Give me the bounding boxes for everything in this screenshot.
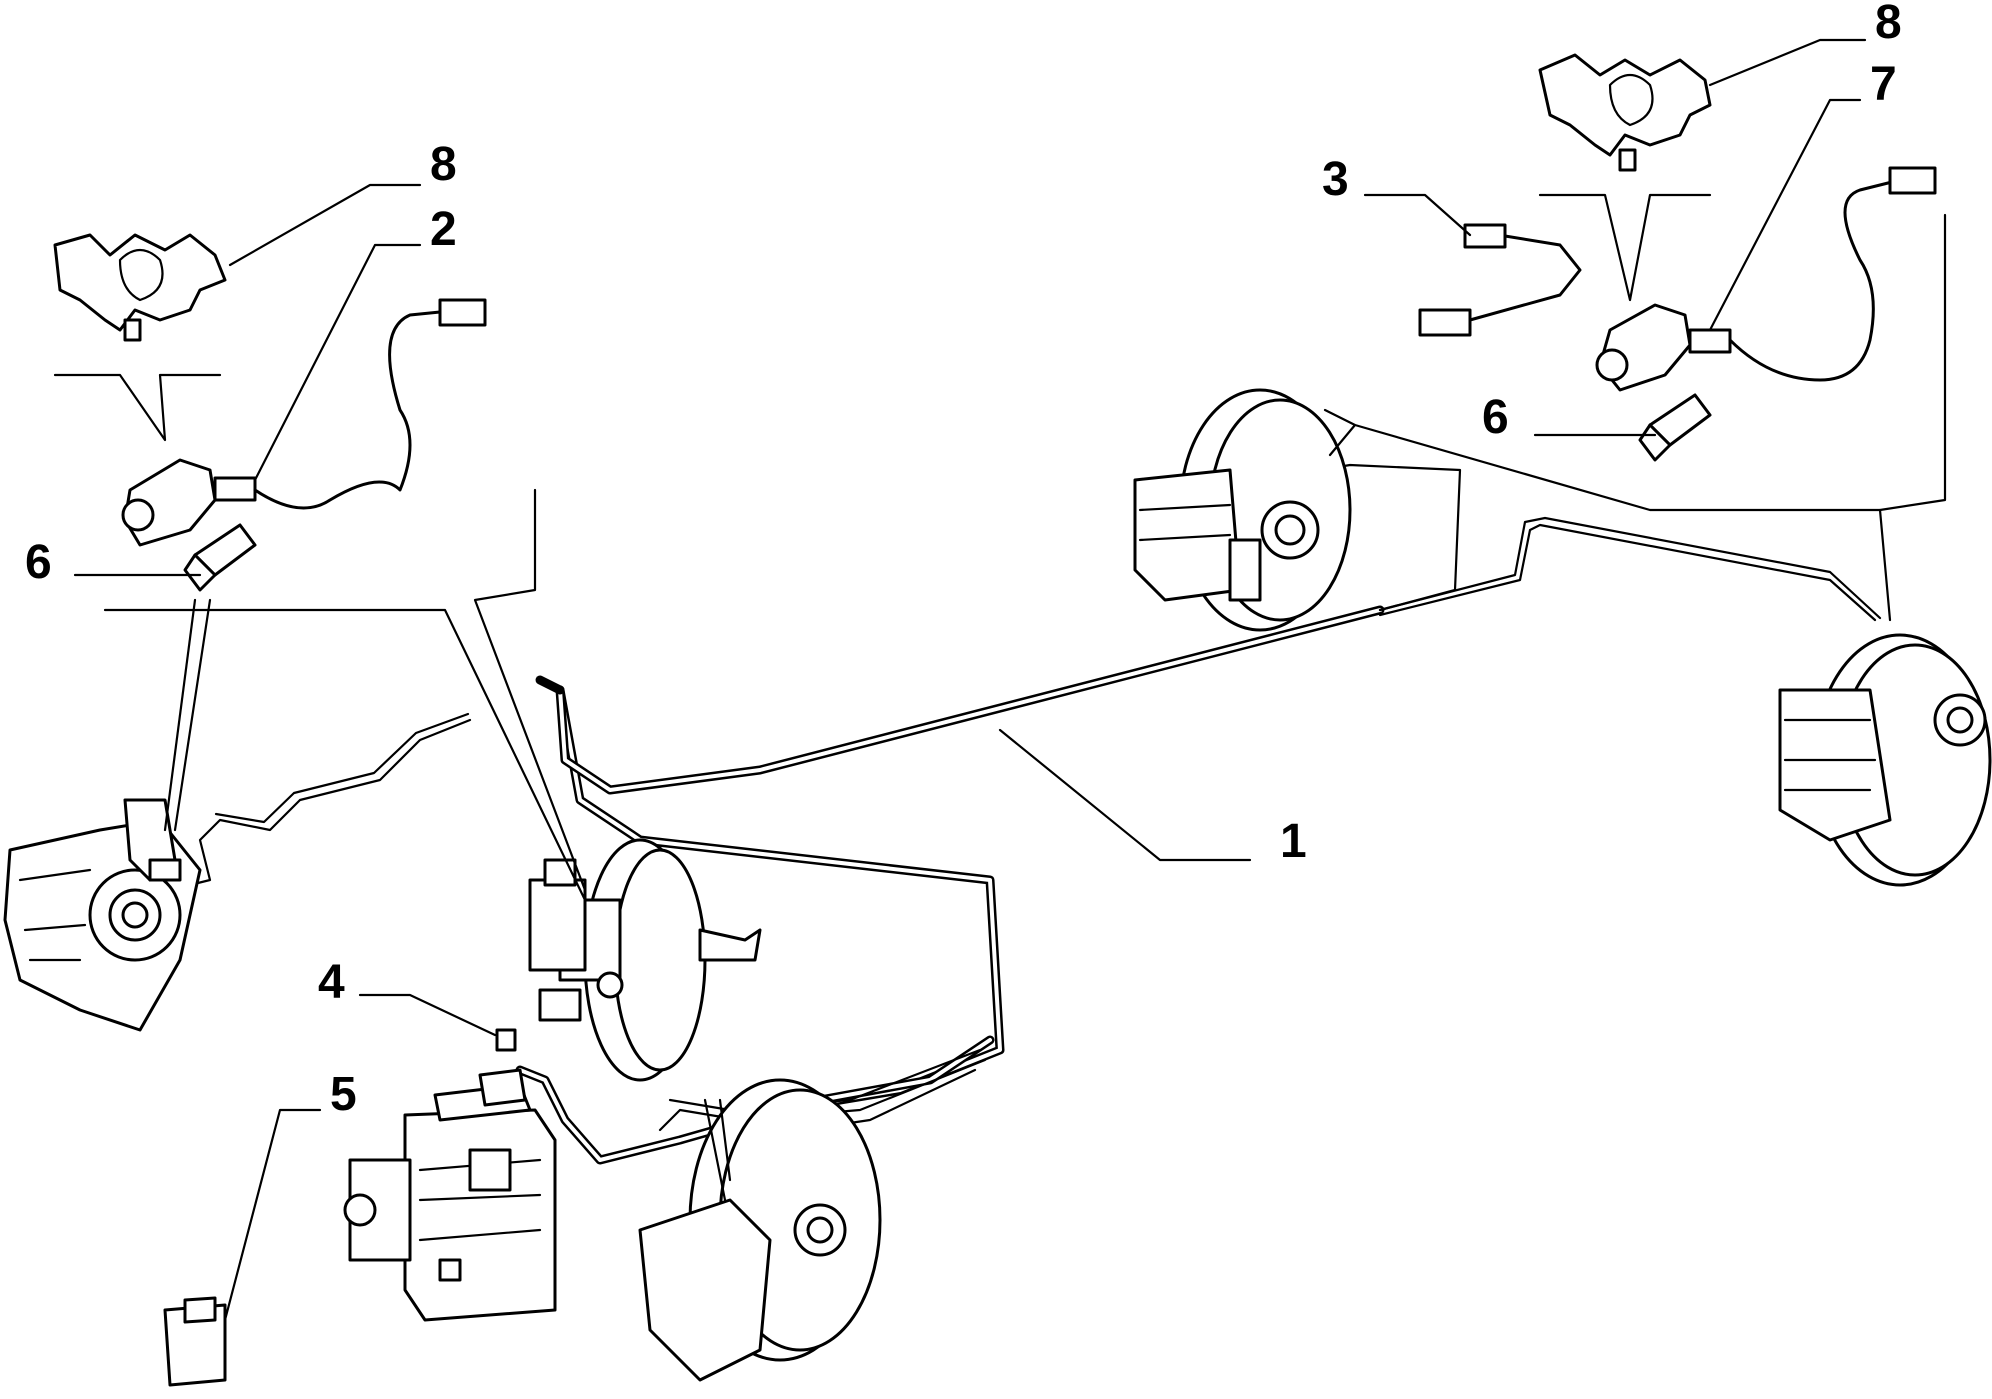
callout-2: 2 <box>430 203 457 256</box>
callout-7: 7 <box>1870 58 1897 111</box>
callout-4: 4 <box>318 956 345 1009</box>
brake-line-harness <box>168 463 1882 1165</box>
callout-8-right: 8 <box>1875 0 1902 49</box>
wheel-speed-sensor-front-left <box>121 298 487 547</box>
sensor-bracket-left <box>53 233 227 342</box>
rear-left-disc-brake <box>1133 388 1352 632</box>
callout-3: 3 <box>1322 153 1349 206</box>
bolt-left <box>183 523 257 592</box>
callout-6-right: 6 <box>1482 391 1509 444</box>
front-left-hub-assembly <box>3 798 202 1032</box>
bolt-right <box>1638 393 1712 462</box>
callout-1: 1 <box>1280 815 1307 868</box>
rear-right-disc-brake <box>1778 633 1992 887</box>
abs-hydraulic-unit <box>343 1068 557 1322</box>
front-right-disc-brake <box>638 1078 882 1382</box>
wheel-speed-sensor-rear-right <box>1595 166 1937 392</box>
leader-lines <box>53 38 1947 1322</box>
small-relay-plug <box>495 1028 517 1052</box>
connector-cable <box>1418 223 1582 337</box>
callout-5: 5 <box>330 1068 357 1121</box>
callout-6-left: 6 <box>25 536 52 589</box>
sensor-bracket-right <box>1538 53 1712 172</box>
brake-booster <box>528 838 762 1082</box>
callout-8-left: 8 <box>430 138 457 191</box>
relay-module <box>163 1296 227 1387</box>
